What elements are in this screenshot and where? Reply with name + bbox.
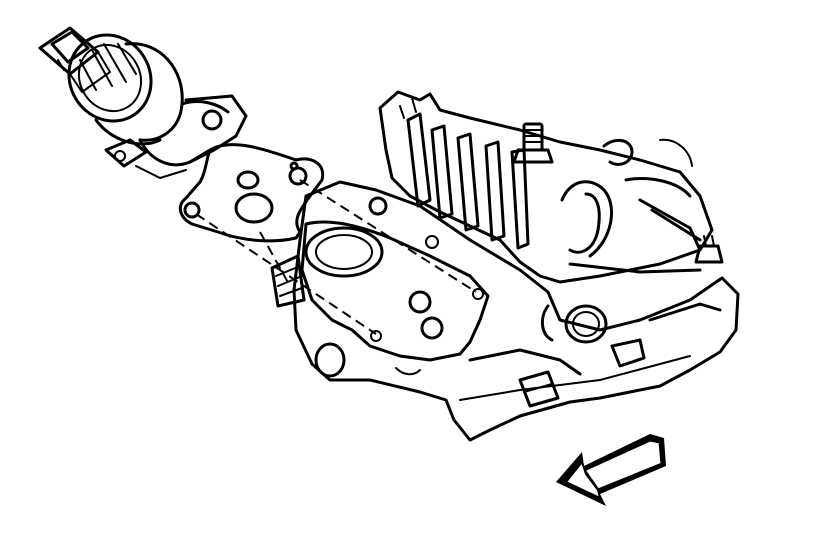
manifold-stud <box>270 254 306 308</box>
intake-manifold-icon <box>270 90 740 442</box>
gasket-icon <box>178 143 325 243</box>
manifold-runners <box>378 90 724 284</box>
egr-solenoid-housing <box>67 33 184 146</box>
egr-valve-icon <box>38 26 248 179</box>
direction-arrow-icon <box>556 434 666 506</box>
egr-connector <box>38 26 111 93</box>
manifold-lower-details <box>314 302 722 408</box>
